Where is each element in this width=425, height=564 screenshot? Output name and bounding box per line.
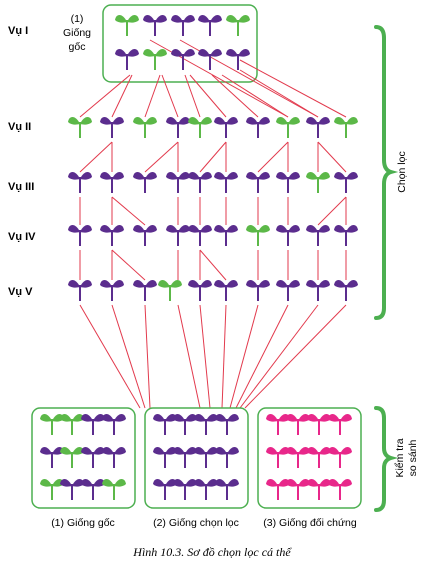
original-variety-test-plants: [39, 412, 127, 501]
figure-caption: Hình 10.3. Sơ đồ chọn lọc cá thể: [132, 545, 292, 559]
selected-variety-test-plants: [152, 412, 240, 501]
season-label-2: Vụ II: [8, 121, 31, 133]
season-5-plants: [67, 278, 359, 302]
selection-label: Chọn lọc: [396, 151, 408, 192]
top-box-label-word2: gốc: [69, 41, 86, 53]
top-box-label-word1: Giống: [63, 27, 91, 39]
selection-links: [79, 39, 347, 409]
selected-variety-test-box: [144, 407, 249, 509]
testing-label-line1: Kiểm tra: [394, 438, 406, 477]
bottom-box-label-2: (2) Giống chọn lọc: [153, 517, 239, 529]
top-box-label-number: (1): [71, 13, 84, 25]
season-label-1: Vụ I: [8, 25, 28, 37]
control-variety-test-box: [257, 407, 362, 509]
season-3-plants: [67, 170, 359, 194]
season-label-3: Vụ III: [8, 181, 34, 193]
original-variety-plants: [114, 13, 251, 71]
bottom-box-label-1: (1) Giống gốc: [51, 517, 115, 529]
season-4-plants: [67, 223, 359, 247]
original-variety-box: [102, 4, 258, 83]
control-variety-test-plants: [265, 412, 353, 501]
bottom-box-label-3: (3) Giống đối chứng: [263, 517, 357, 529]
selection-bracket: [374, 25, 399, 320]
season-2-plants: [67, 115, 359, 139]
testing-bracket: [374, 406, 399, 512]
testing-label-line2: so sánh: [407, 439, 419, 476]
season-label-4: Vụ IV: [8, 231, 36, 243]
original-variety-test-box: [31, 407, 136, 509]
season-label-5: Vụ V: [8, 286, 33, 298]
